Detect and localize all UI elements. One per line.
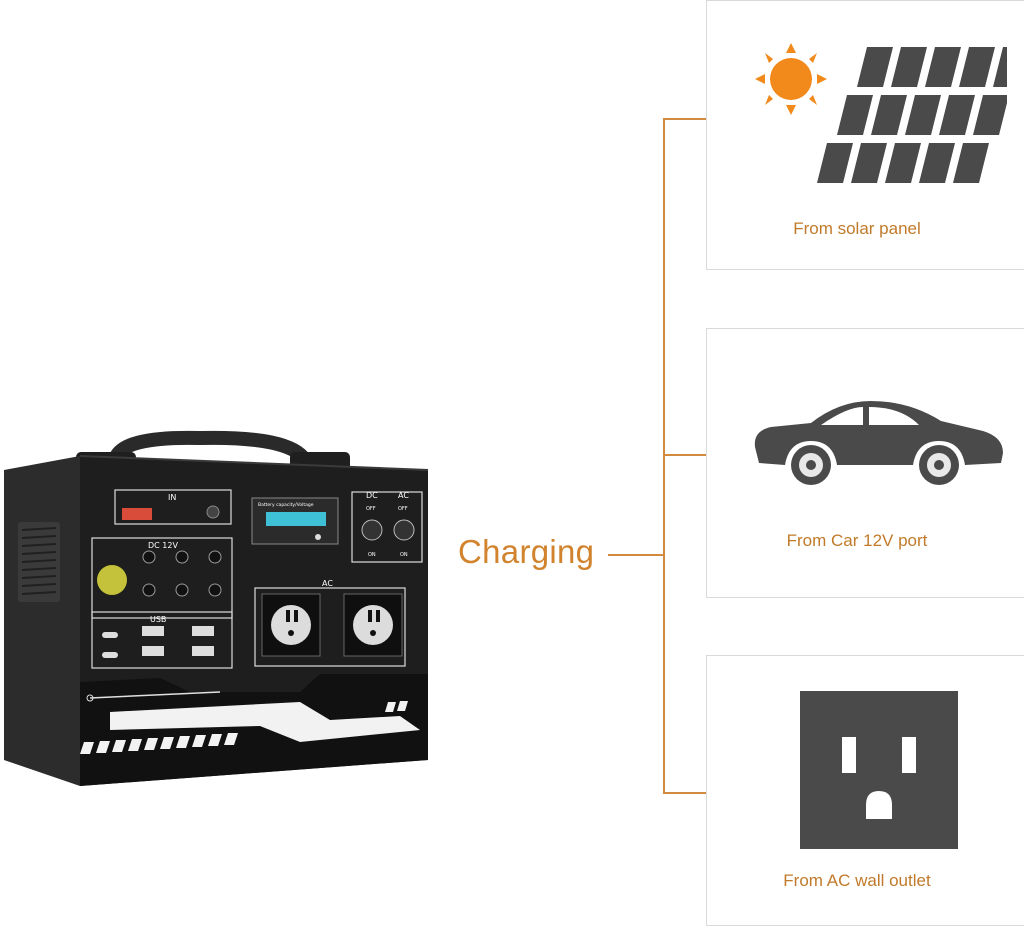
solar-cell: [925, 47, 961, 87]
source-label-outlet: From AC wall outlet: [783, 871, 931, 890]
car-icon: [754, 401, 1003, 485]
sun-icon: [755, 43, 827, 115]
source-card-solar: From solar panel: [706, 0, 1024, 270]
connector-branch-car: [663, 454, 706, 456]
solar-cell: [953, 143, 989, 183]
solar-cell: [919, 143, 955, 183]
wall-outlet-icon: [800, 691, 958, 849]
dc-off-label: OFF: [366, 506, 376, 512]
solar-cell: [939, 95, 975, 135]
ac-off-label: OFF: [398, 506, 408, 512]
solar-cell: [817, 143, 853, 183]
connector-vertical: [663, 118, 665, 794]
dc-on-label: ON: [368, 552, 376, 558]
solar-cell: [993, 47, 1007, 87]
solar-cell: [905, 95, 941, 135]
solar-cell: [891, 47, 927, 87]
in-label: IN: [168, 493, 176, 502]
source-label-car: From Car 12V port: [786, 531, 928, 550]
solar-cell: [857, 47, 893, 87]
usb-label: USB: [150, 615, 166, 624]
solar-cell: [871, 95, 907, 135]
solar-cell: [851, 143, 887, 183]
ac-switch-label: AC: [398, 491, 409, 500]
solar-cell: [885, 143, 921, 183]
source-card-car: From Car 12V port: [706, 328, 1024, 598]
dc-switch-label: DC: [366, 491, 378, 500]
source-card-outlet: From AC wall outlet: [706, 655, 1024, 926]
solar-cell: [837, 95, 873, 135]
solar-cell: [959, 47, 995, 87]
ac-outlets-label: AC: [322, 579, 333, 588]
solar-cell: [973, 95, 1007, 135]
ac-on-label: ON: [400, 552, 408, 558]
dc12v-label: DC 12V: [148, 541, 178, 550]
power-station-image: IN DC 12V USB Battery capacity/Voltage D…: [4, 430, 429, 786]
charging-label: Charging: [458, 533, 595, 570]
solar-panel-icon: [817, 47, 1007, 183]
connector-branch-solar: [663, 118, 706, 120]
connector-horizontal: [608, 554, 664, 556]
connector-branch-outlet: [663, 792, 706, 794]
display-caption: Battery capacity/Voltage: [258, 502, 314, 508]
source-label-solar: From solar panel: [793, 219, 921, 238]
